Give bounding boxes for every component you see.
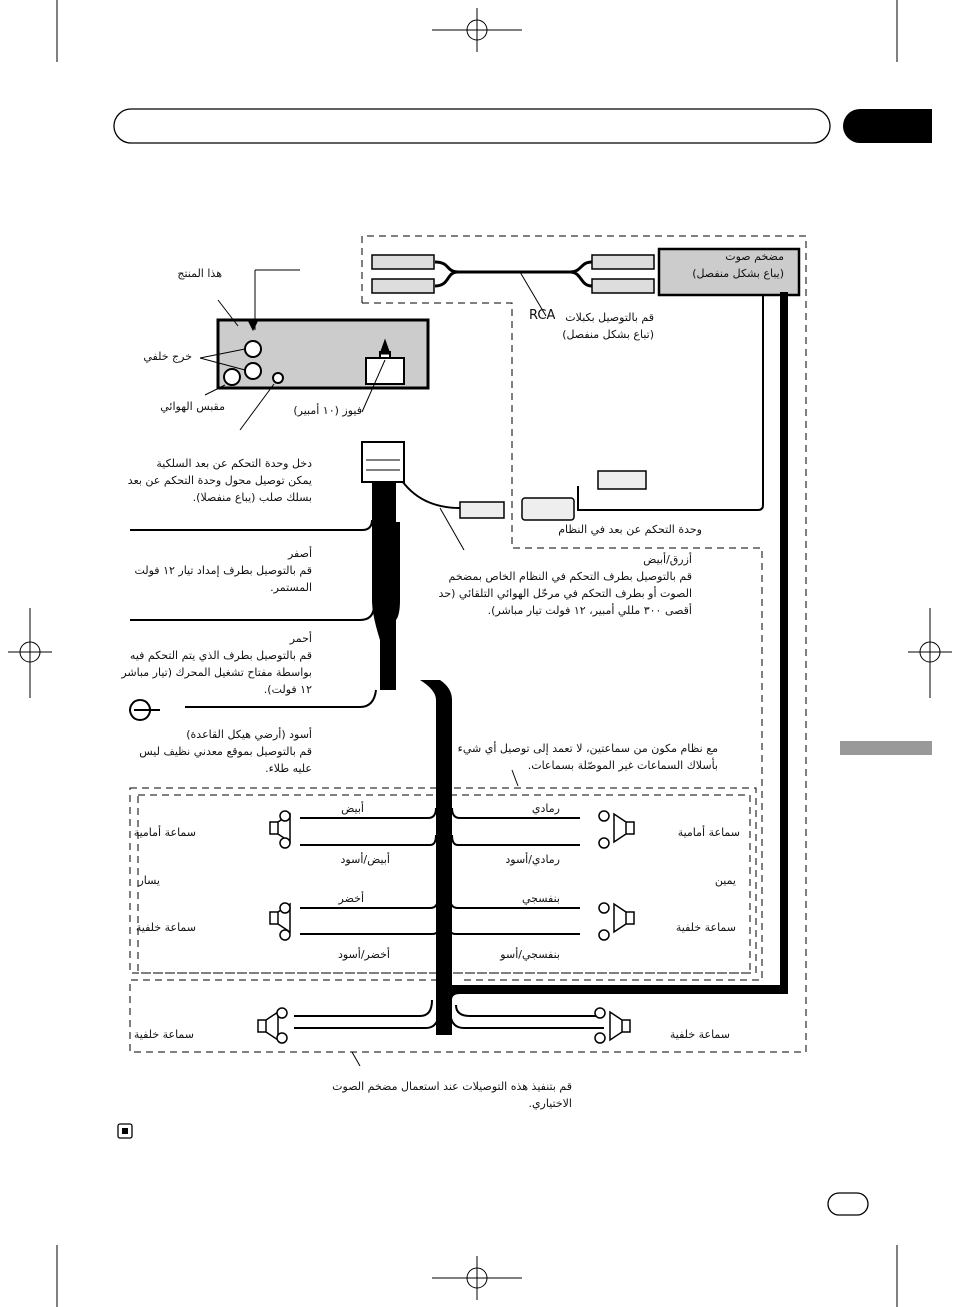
label-power-amp: مضخم صوت (يباع بشكل منفصل) — [692, 250, 784, 280]
end-mark — [117, 1123, 133, 1139]
rear-output-jack-1 — [244, 340, 262, 358]
label-violet: بنفسجي — [521, 892, 560, 905]
label-rear-speaker-bottom-right: سماعة خلفية — [669, 1028, 730, 1041]
crop-marks — [8, 0, 952, 1307]
label-system-remote: وحدة التحكم عن بعد في النظام — [558, 523, 702, 536]
left-wires — [129, 519, 377, 721]
section-tab — [840, 741, 932, 755]
label-this-unit: هذا المنتج — [177, 267, 222, 280]
header-tab — [843, 109, 932, 143]
rca-cable — [371, 254, 655, 294]
rear-output-jack-2 — [244, 362, 262, 380]
label-wired-remote: دخل وحدة التحكم عن بعد السلكية يمكن توصي… — [127, 457, 312, 504]
label-right: يمين — [714, 874, 736, 887]
label-amp-note: قم بتنفيذ هذه التوصيلات عند استعمال مضخم… — [332, 1080, 572, 1110]
label-front-speaker-left: سماعة أمامية — [133, 826, 196, 839]
label-rca-cable: قم بالتوصيل بكبلات (تباع بشكل منفصل) — [562, 311, 654, 341]
label-yellow: أصفر قم بالتوصيل بطرف إمداد تيار ١٢ فولت… — [134, 547, 312, 594]
label-black: أسود (أرضي هيكل القاعدة) قم بالتوصيل بمو… — [139, 728, 312, 775]
label-green: أخضر — [338, 892, 364, 905]
remote-socket — [521, 497, 575, 521]
label-left: يسار — [138, 874, 160, 887]
speakers — [257, 810, 635, 1044]
label-rca-word: RCA — [529, 308, 556, 323]
harness-plug — [361, 441, 405, 483]
header-bar — [113, 108, 831, 144]
label-gray-black: رمادي/أسود — [505, 853, 560, 866]
remote-plug — [597, 470, 647, 490]
label-rear-speaker-bottom-left: سماعة خلفية — [133, 1028, 194, 1041]
label-blue-white: أزرق/أبيض قم بالتوصيل بطرف التحكم في الن… — [438, 553, 692, 617]
speaker-wires — [294, 807, 604, 1029]
label-white-black: أبيض/أسود — [340, 853, 390, 866]
label-fuse: فيوز (١٠ أمبير) — [293, 404, 362, 417]
label-white: أبيض — [341, 802, 364, 815]
label-gray: رمادي — [531, 802, 560, 815]
label-front-speaker-right: سماعة أمامية — [677, 826, 740, 839]
label-antenna-jack: مقبس الهوائي — [160, 400, 225, 413]
label-rear-speaker-left: سماعة خلفية — [135, 921, 196, 934]
label-violet-black: بنفسجي/أسو — [500, 948, 560, 961]
page-number-box — [827, 1192, 869, 1216]
end-mark-inner — [122, 1128, 128, 1134]
wired-remote-jack — [272, 372, 284, 384]
amplifier-box — [657, 247, 801, 297]
antenna-jack — [223, 368, 241, 386]
blue-white-plug — [459, 501, 505, 519]
label-two-speaker-note: مع نظام مكون من سماعتين، لا تعمد إلى توص… — [457, 742, 718, 772]
label-rear-output: خرج خلفي — [143, 350, 192, 363]
label-red: أحمر قم بالتوصيل بطرف الذي يتم التحكم في… — [121, 632, 312, 696]
label-green-black: أخضر/أسود — [337, 948, 390, 961]
label-rear-speaker-right: سماعة خلفية — [675, 921, 736, 934]
leader-lines — [199, 269, 547, 1067]
